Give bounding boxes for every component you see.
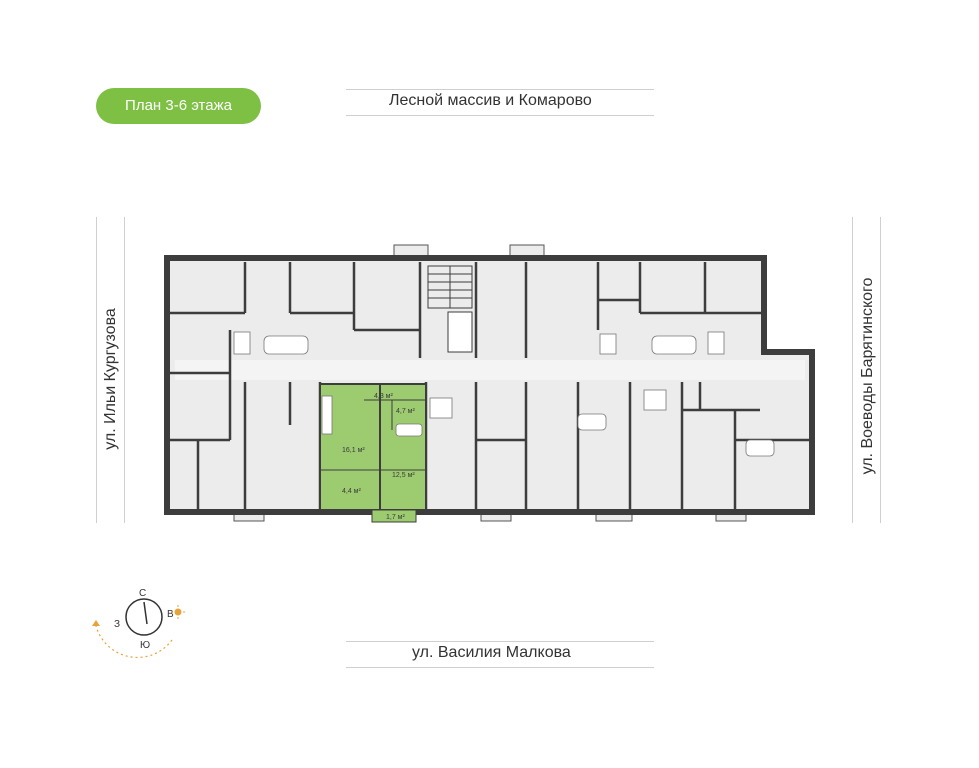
compass-west: З	[114, 619, 120, 630]
room-area-kitchen: 4,4 м²	[342, 488, 361, 495]
compass: С В Ю З	[92, 588, 185, 658]
room-area-bedroom: 12,5 м²	[392, 472, 415, 479]
top-street-line-lower	[346, 115, 654, 116]
room-area-living: 16,1 м²	[342, 447, 365, 454]
room-area-hall: 4,3 м²	[374, 393, 393, 400]
top-street-label: Лесной массив и Комарово	[389, 92, 592, 109]
compass-dial-icon	[125, 598, 163, 636]
top-street-line-upper	[346, 89, 654, 90]
right-street-line-inner	[852, 217, 853, 523]
left-street-line-outer	[96, 217, 97, 523]
stair-core	[427, 265, 473, 353]
compass-east: В	[167, 609, 174, 620]
right-street-line-outer	[880, 217, 881, 523]
room-area-bathroom: 4,7 м²	[396, 408, 415, 415]
bottom-street-line-upper	[346, 641, 654, 642]
bottom-street-label: ул. Василия Малкова	[412, 644, 571, 661]
highlighted-apartment	[319, 383, 427, 523]
room-area-balcony: 1,7 м²	[386, 514, 405, 521]
left-street-line-inner	[124, 217, 125, 523]
bottom-street-line-lower	[346, 667, 654, 668]
sun-icon	[171, 605, 185, 619]
compass-south: Ю	[140, 640, 150, 651]
sun-path-arrow-icon	[92, 620, 100, 626]
building-outline	[164, 255, 815, 515]
corridor	[175, 360, 805, 380]
floor-badge[interactable]: План 3-6 этажа	[96, 88, 261, 124]
compass-north: С	[139, 588, 146, 599]
